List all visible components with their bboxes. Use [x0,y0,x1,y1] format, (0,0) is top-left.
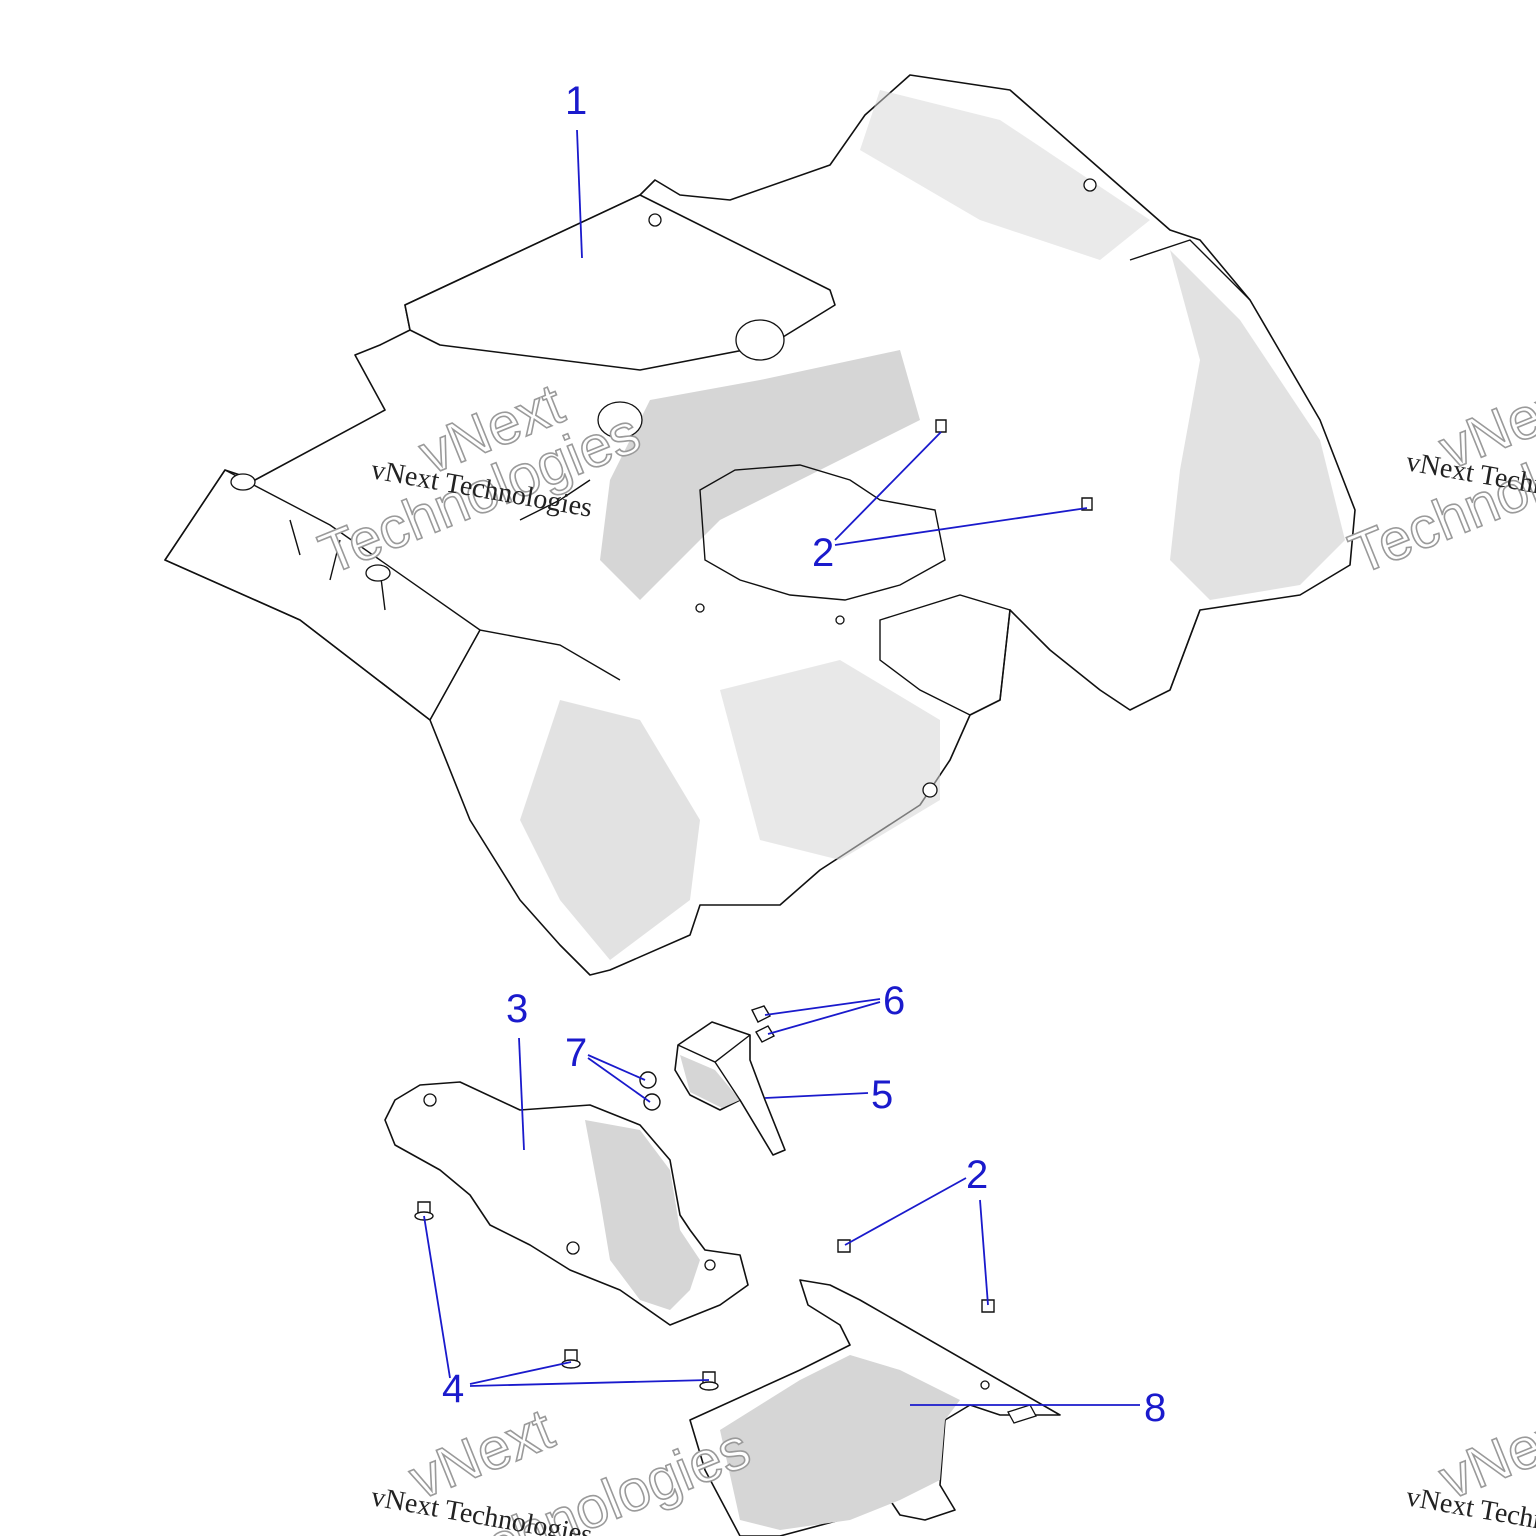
callout-5: 5 [871,1073,893,1117]
part-5-bracket [674,1021,786,1156]
part-2-rivet [935,419,1093,511]
callout-4: 4 [442,1367,464,1411]
part-1-rear-fender [163,74,1356,976]
part-8-panel [689,1279,1061,1536]
callout-3: 3 [506,987,528,1031]
callout-2-lower: 2 [966,1153,988,1197]
part-7-nut [639,1071,661,1111]
leader-lines [423,129,1140,1406]
callout-7: 7 [565,1031,587,1075]
part-4-fastener [414,1201,719,1391]
callout-6: 6 [883,979,905,1023]
callout-labels: 1 2 2 3 4 5 6 7 8 [442,79,1166,1430]
part-3-panel [384,1081,749,1326]
callout-1: 1 [565,79,587,123]
part-6-screw [751,1005,775,1043]
callout-8: 8 [1144,1386,1166,1430]
callout-2-upper: 2 [812,531,834,575]
